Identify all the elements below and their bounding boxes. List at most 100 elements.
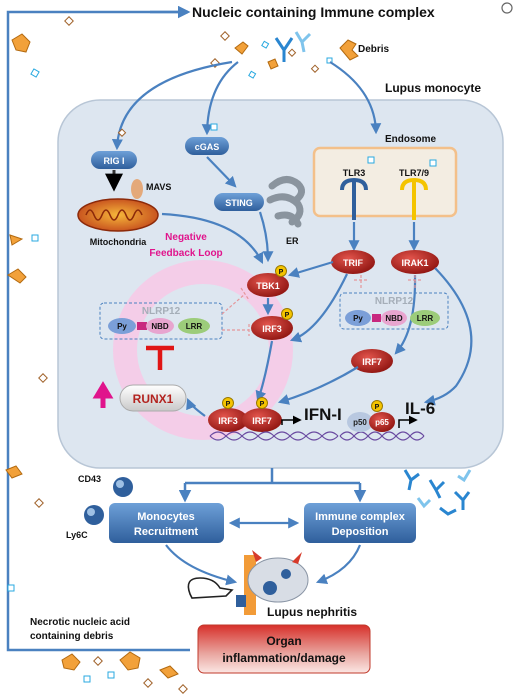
trif-label: TRIF (343, 258, 363, 268)
irak1-node (391, 250, 439, 274)
endosome-dna-icon-2 (429, 159, 437, 167)
linker-left (137, 322, 147, 330)
negative-label: Negative (165, 232, 207, 243)
debris-cluster-top (210, 31, 359, 79)
feedback-loop-label: Feedback Loop (149, 248, 222, 259)
er-icon (266, 176, 305, 228)
dna-helix-il6 (339, 431, 425, 441)
irf7-dimer-phospho-icon (256, 397, 268, 409)
recruitment-label: Recruitment (134, 526, 199, 538)
rig1-ligand-icon (117, 128, 127, 137)
lrr-domain-left (178, 318, 210, 334)
mavs-to-tbk1-arrow (161, 212, 263, 264)
tlr3-receptor-icon (340, 177, 368, 220)
mouse-icon (187, 577, 234, 599)
outer-loop-line (6, 10, 190, 652)
tbk1-node (247, 273, 289, 297)
py-domain-left (108, 318, 136, 334)
irf3-dimer-label: IRF3 (218, 416, 238, 426)
lupus-monocyte-label: Lupus monocyte (385, 81, 481, 95)
nbd-right-label: NBD (385, 314, 403, 323)
organ-damage-box (197, 624, 371, 674)
er-label: ER (286, 236, 299, 246)
tlr79-label: TLR7/9 (399, 168, 429, 178)
irf3-dimer-phospho-label: P (226, 401, 231, 408)
p65-phospho-label: P (375, 404, 380, 411)
ly6c-label: Ly6C (66, 530, 88, 540)
nbd-left-label: NBD (151, 322, 169, 331)
py-right-label: Py (353, 314, 363, 323)
cgas-ligand-icon (210, 123, 218, 131)
cgas-to-sting-arrow (206, 156, 237, 188)
ly6c-cell-nucleus (87, 508, 95, 516)
lrr-right-label: LRR (417, 314, 434, 323)
linker-right (372, 314, 381, 322)
runx1-inhibition-icon (146, 345, 174, 370)
dna-helix-ifn (209, 431, 339, 441)
inhibit-trif-line (354, 275, 368, 290)
nbd-domain-left (146, 318, 174, 334)
irak1-to-nfkb-arrow (423, 267, 473, 406)
mitochondria-label: Mitochondria (90, 237, 147, 247)
ifn-transcription-arrow (281, 415, 302, 425)
dimer-to-runx1-arrow (186, 397, 206, 417)
rig1-node (91, 151, 137, 169)
necrotic-label-line1: Necrotic nucleic acid (30, 617, 130, 628)
lrr-left-label: LRR (186, 322, 203, 331)
p50-node (347, 412, 373, 432)
debris-cluster-bottom (61, 651, 188, 694)
tbk1-label: TBK1 (256, 281, 280, 291)
irf3-dimer-node (208, 408, 248, 432)
ifn-label: IFN-I (304, 405, 342, 424)
corner-circle-icon (501, 2, 513, 14)
irf7-dimer-phospho-label: P (260, 401, 265, 408)
cgas-node (185, 137, 229, 155)
immune-complex-cluster-icon-2 (416, 469, 472, 509)
necrotic-label-line2: containing debris (30, 631, 114, 642)
organ-label: Organ (266, 634, 301, 648)
nlrp12-box-left (99, 302, 223, 340)
irf3-phospho-label: P (285, 312, 290, 319)
ly6c-cell-icon (84, 505, 104, 525)
irf3-phospho-icon (281, 308, 293, 320)
mavs-icon (131, 179, 143, 199)
lupus-nephritis-label: Lupus nephritis (267, 605, 357, 619)
inflammation-label: inflammation/damage (222, 651, 346, 665)
immune-complex-deposition-box (304, 503, 416, 543)
trif-to-irf3-arrow (289, 273, 348, 343)
py-left-label: Py (117, 322, 127, 331)
immune-complex-cluster-icon (403, 469, 471, 516)
debris-label: Debris (358, 44, 390, 55)
irf7-node (351, 349, 393, 373)
lrr-domain-right (410, 310, 440, 326)
upregulation-arrow-icon (92, 381, 114, 408)
trif-to-tbk1-arrow (287, 260, 334, 278)
tlr3-label: TLR3 (343, 168, 366, 178)
monocytes-label: Monocytes (137, 511, 194, 523)
sting-to-tbk1-arrow (258, 211, 274, 263)
mitochondria-cristae (85, 209, 143, 221)
il6-label: IL-6 (405, 399, 435, 418)
py-domain-right (345, 310, 371, 326)
immune-complex-label: Immune complex (315, 511, 406, 523)
p65-label: p65 (375, 418, 389, 427)
inhibit-tbk1-line (221, 287, 250, 315)
inhibit-irak1-line (408, 275, 422, 290)
sting-label: STING (225, 198, 253, 208)
irf3-label: IRF3 (262, 324, 282, 334)
nlrp12-box-right (339, 292, 449, 330)
runx1-label: RUNX1 (133, 392, 174, 406)
tlr79-receptor-icon (400, 177, 428, 220)
irf3-to-dimer-arrow (255, 340, 274, 403)
diagram-title: Nucleic containing Immune complex (192, 4, 435, 20)
irf7-dimer-node (242, 408, 282, 432)
nlrp12-left-label: NLRP12 (142, 306, 181, 317)
mavs-label: MAVS (146, 182, 171, 192)
p65-node (369, 412, 395, 432)
irf7-label: IRF7 (362, 357, 382, 367)
trif-node (331, 250, 375, 274)
endosome-box (312, 146, 458, 218)
monocytes-recruitment-box (109, 503, 224, 543)
tbk1-phospho-label: P (279, 269, 284, 276)
